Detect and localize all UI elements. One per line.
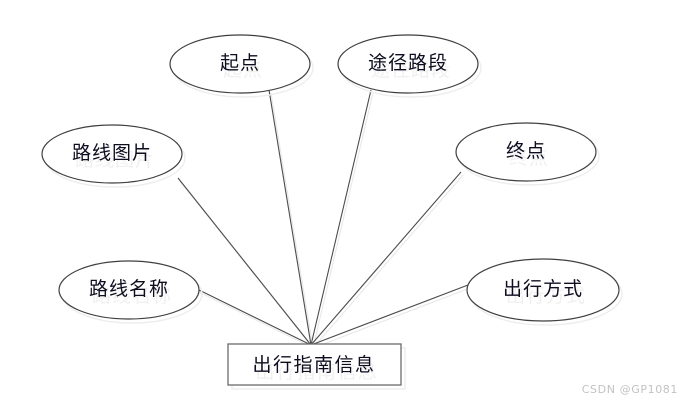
connector-shadow-attr-2	[270, 92, 314, 349]
connector-shadow-attr-6	[312, 287, 471, 349]
connector-shadow-attr-3	[312, 92, 374, 349]
connector-line-attr-2[interactable]	[268, 89, 312, 346]
attribute-label-ghost: 途径路段	[371, 59, 451, 81]
attribute-label-ghost: 终点	[509, 147, 549, 169]
entity-rect[interactable]	[227, 343, 402, 386]
connector-line-attr-6[interactable]	[310, 284, 469, 346]
connector-line-attr-3[interactable]	[310, 89, 372, 346]
connector-line-attr-4[interactable]	[310, 171, 462, 346]
connector-lines-group	[177, 89, 471, 349]
connector-line-attr-5[interactable]	[196, 288, 312, 346]
attribute-ellipse[interactable]	[41, 124, 183, 184]
entity-label: 出行指南信息	[252, 354, 375, 376]
csdn-watermark: CSDN @GP1081	[581, 383, 678, 396]
attribute-ellipse[interactable]	[169, 34, 311, 94]
attribute-label: 路线图片	[72, 142, 152, 164]
attribute-ellipse[interactable]	[466, 258, 620, 322]
attribute-label-ghost: 路线名称	[92, 285, 172, 307]
connector-shadow-attr-5	[198, 291, 314, 349]
attribute-label: 终点	[506, 140, 546, 162]
attribute-label: 出行方式	[503, 278, 583, 300]
attribute-label: 途径路段	[368, 52, 448, 74]
attribute-label: 路线名称	[89, 278, 169, 300]
attribute-label-ghost: 出行方式	[506, 285, 586, 307]
attribute-label-ghost: 起点	[223, 59, 263, 81]
diagram-nodes-group: 路线图片路线图片起点起点途径路段途径路段终点终点路线名称路线名称出行方式出行方式…	[41, 34, 623, 390]
connector-shadow-attr-4	[312, 174, 464, 349]
entity-label-ghost: 出行指南信息	[255, 361, 378, 383]
attribute-label-ghost: 路线图片	[75, 149, 155, 171]
attribute-ellipse[interactable]	[455, 122, 597, 182]
connector-line-attr-1[interactable]	[177, 177, 312, 346]
attribute-ellipse[interactable]	[337, 34, 479, 94]
attribute-ellipse[interactable]	[58, 260, 200, 320]
attribute-label: 起点	[220, 52, 260, 74]
